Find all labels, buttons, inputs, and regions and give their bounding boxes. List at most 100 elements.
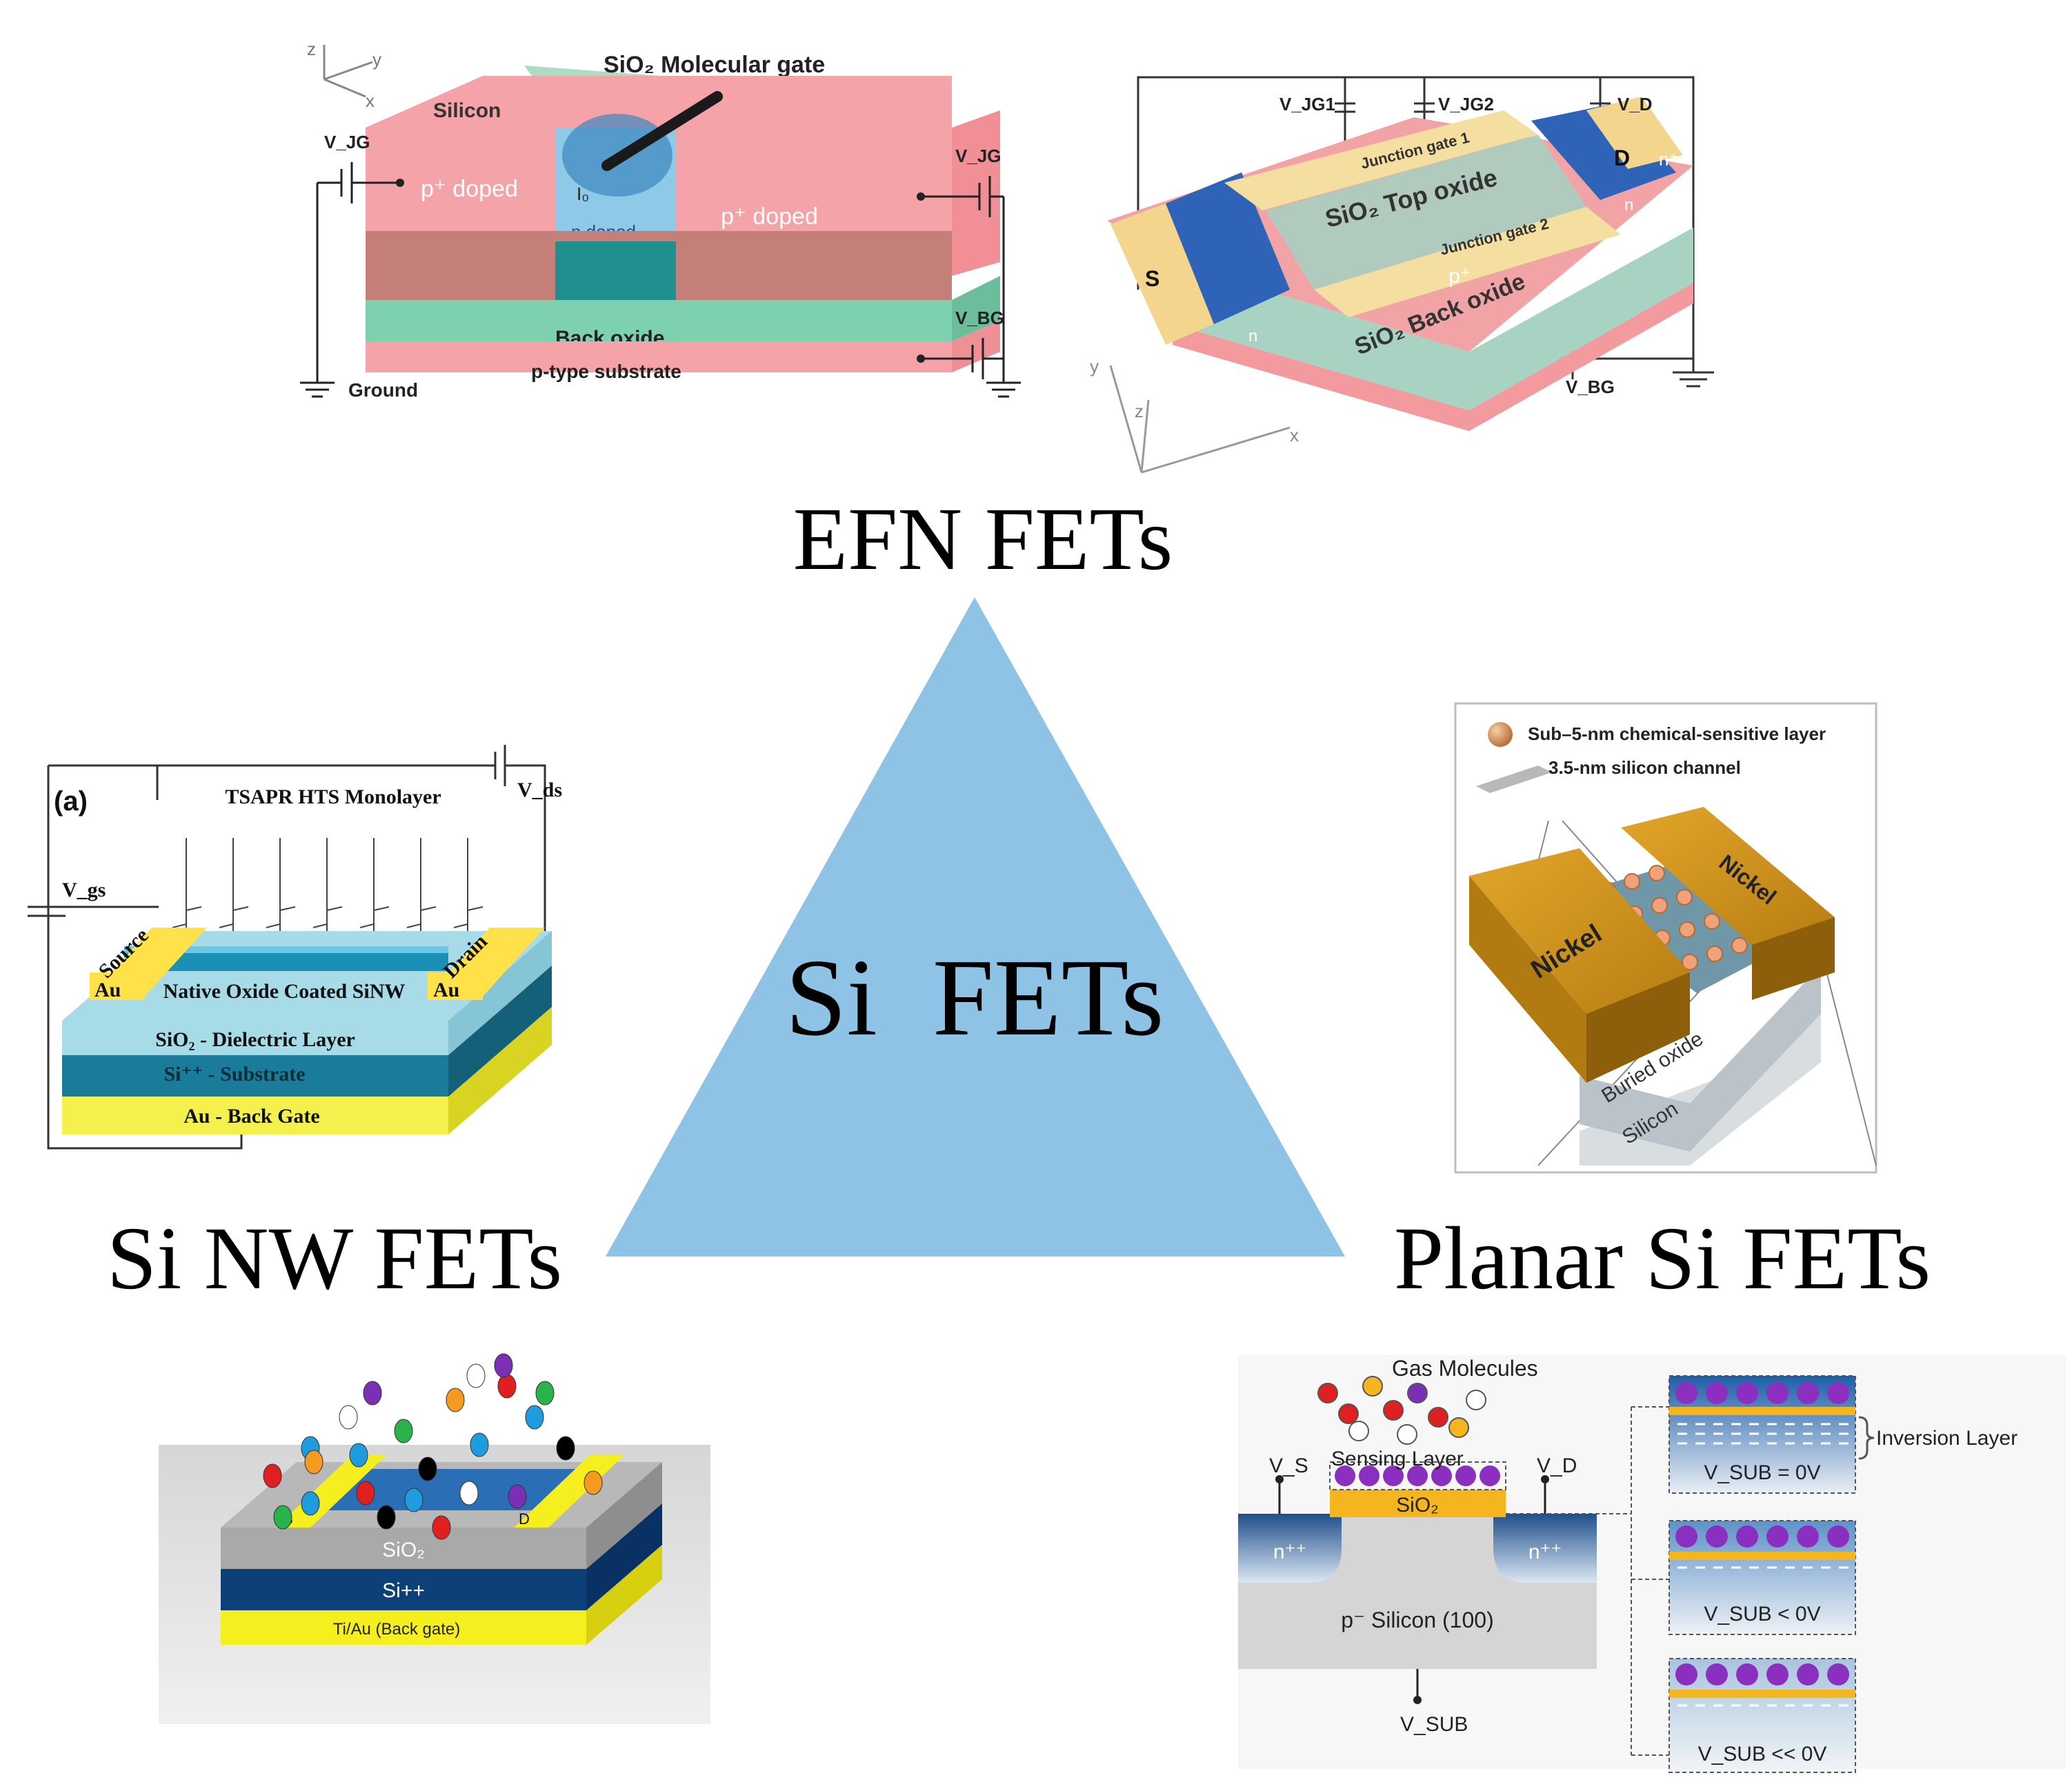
- efn-left-axis-z: z: [307, 39, 316, 59]
- efn-right-vjg2: V_JG2: [1438, 94, 1494, 114]
- analyte-dot: [301, 1491, 320, 1516]
- efn-left-axis-x: x: [366, 90, 375, 111]
- silicon-top-face: [366, 76, 952, 128]
- sinw2-sio2-side: [586, 1462, 662, 1569]
- planar-cond1-label: V_SUB = 0V: [1704, 1461, 1820, 1484]
- left-contact-dot: [396, 179, 404, 187]
- analyte-dot: [363, 1381, 382, 1405]
- efn-right-axis-z: z: [1135, 401, 1144, 421]
- sinw-vgs: V_gs: [62, 879, 106, 901]
- planar-n-right-label: n⁺⁺: [1528, 1541, 1562, 1563]
- label-planar-si-fets: Planar Si FETs: [1394, 1209, 1931, 1308]
- sinw-au-right: Au: [433, 979, 459, 1001]
- analyte-dot: [459, 1481, 479, 1505]
- gas-molecule: [1338, 1403, 1359, 1424]
- condition-dot: [1797, 1663, 1819, 1685]
- analyte-dot: [497, 1374, 517, 1399]
- sinw2-sio2-label: SiO₂: [382, 1539, 425, 1561]
- sinw2-d-label: D: [519, 1510, 530, 1528]
- analyte-dot: [432, 1515, 451, 1540]
- molecule-branch: [359, 923, 375, 928]
- sensing-pad: [1704, 913, 1720, 930]
- molecule-branch: [373, 906, 390, 911]
- sensing-layer-dot: [1455, 1465, 1476, 1486]
- efn-right-substrate: [1173, 283, 1693, 431]
- molecule-branch: [406, 923, 421, 928]
- efn-right-axis-y: y: [1090, 356, 1099, 377]
- sensing-pad: [1651, 897, 1668, 914]
- n-doped-lower: [555, 241, 676, 300]
- efn-right-vd: V_D: [1617, 94, 1653, 114]
- gas-molecule: [1466, 1390, 1486, 1410]
- condition-dot: [1766, 1382, 1789, 1404]
- efn-right-n-left: [1166, 172, 1290, 324]
- molecule-branch: [420, 906, 437, 911]
- silicon-channel-bar-icon: [1476, 766, 1552, 793]
- sinw2-backgate-label: Ti/Au (Back gate): [333, 1620, 461, 1639]
- planar-gas-label: Gas Molecules: [1392, 1356, 1538, 1381]
- sinw-top-figure: (a) TSAPR HTS Monolayer V_ds V_gs Source…: [28, 745, 562, 1150]
- efn-right-n-right: [1531, 103, 1676, 200]
- efn-left-vjg-right: V_JG: [955, 146, 1002, 166]
- nickel-left-front: [1469, 876, 1586, 1083]
- sinw-circuit: [28, 745, 546, 1150]
- sinw2-si-label: Si++: [382, 1579, 425, 1602]
- efn-left-ground: Ground: [348, 379, 418, 401]
- condition-dot: [1675, 1663, 1697, 1685]
- sensing-pad: [1676, 889, 1693, 905]
- sinw2-backgate: [221, 1610, 586, 1645]
- sinw-monolayer-label: TSAPR HTS Monolayer: [225, 786, 441, 808]
- efn-right-vbg: V_BG: [1566, 377, 1615, 397]
- molecule-branch: [453, 923, 468, 928]
- molecule-branch: [172, 923, 187, 928]
- right-bias-circuit: [921, 176, 1021, 398]
- nickel-left-top: [1469, 848, 1690, 1014]
- molecule-branch: [467, 906, 484, 911]
- analyte-dot: [394, 1419, 413, 1443]
- planar-bottom-figure: Gas Molecules Sensing Layer SiO₂ n⁺⁺ n⁺⁺…: [1238, 1355, 2066, 1773]
- molecule-branch: [279, 906, 296, 911]
- n-plus-right-well: [1493, 1514, 1597, 1583]
- efn-left-figure: z y x SiO₂ Molecular gate Silicon I₀ n d…: [300, 39, 1021, 401]
- efn-right-drain-pad: [1586, 97, 1683, 169]
- back-oxide-side: [952, 276, 1000, 341]
- molecule-branch: [186, 906, 202, 911]
- center-triangle-group: Si FETs: [606, 597, 1345, 1257]
- vs-terminal-dot: [1275, 1475, 1284, 1483]
- efn-right-figure: V_JG1 V_JG2 V_D D S Junction gate 1 SiO₂…: [1090, 76, 1714, 474]
- chemical-layer-sphere-icon: [1488, 722, 1513, 747]
- right-contact-dot: [917, 192, 925, 201]
- condition-panel-3: V_SUB << 0V: [1668, 1658, 1856, 1773]
- planar-vsub-label: V_SUB: [1400, 1713, 1468, 1736]
- sinw-au-left: Au: [94, 979, 121, 1001]
- vd-terminal-dot: [1541, 1475, 1549, 1483]
- efn-right-source: S: [1145, 266, 1159, 291]
- axes-icon: [323, 45, 373, 98]
- efn-left-axis-y: y: [372, 49, 381, 70]
- sinw-back-gate: [62, 1097, 448, 1134]
- gas-molecules-icon: [1317, 1376, 1486, 1445]
- vsub-terminal-dot: [1413, 1696, 1422, 1704]
- analyte-dot: [466, 1363, 486, 1388]
- sinw2-si: [221, 1569, 586, 1610]
- sinw-nanowire-label: Native Oxide Coated SiNW: [163, 980, 406, 1003]
- nickel-left-side: [1586, 972, 1690, 1083]
- analyte-dot: [470, 1432, 489, 1457]
- sinw2-sio2: [221, 1528, 586, 1569]
- efn-left-p-doped-left: p⁺ doped: [421, 176, 518, 202]
- analyte-dot: [556, 1436, 575, 1461]
- efn-left-p-doped-right: p⁺ doped: [721, 203, 818, 230]
- sinw-substrate-label: Si⁺⁺ - Substrate: [163, 1063, 305, 1085]
- nickel-right-top: [1621, 807, 1835, 945]
- planar-legend-channel: 3.5-nm silicon channel: [1548, 757, 1741, 778]
- sinw-panel-label: (a): [54, 786, 88, 817]
- analyte-dot: [339, 1405, 358, 1430]
- condition-dot: [1766, 1663, 1789, 1685]
- n-plus-left-well: [1238, 1514, 1342, 1583]
- analyte-dot: [404, 1488, 424, 1512]
- analyte-dot: [304, 1450, 323, 1474]
- gas-molecule: [1362, 1376, 1383, 1397]
- sensing-layer-dot: [1383, 1465, 1404, 1486]
- condition-dot: [1675, 1525, 1697, 1548]
- planar-legend-layer: Sub–5-nm chemical-sensitive layer: [1528, 723, 1826, 744]
